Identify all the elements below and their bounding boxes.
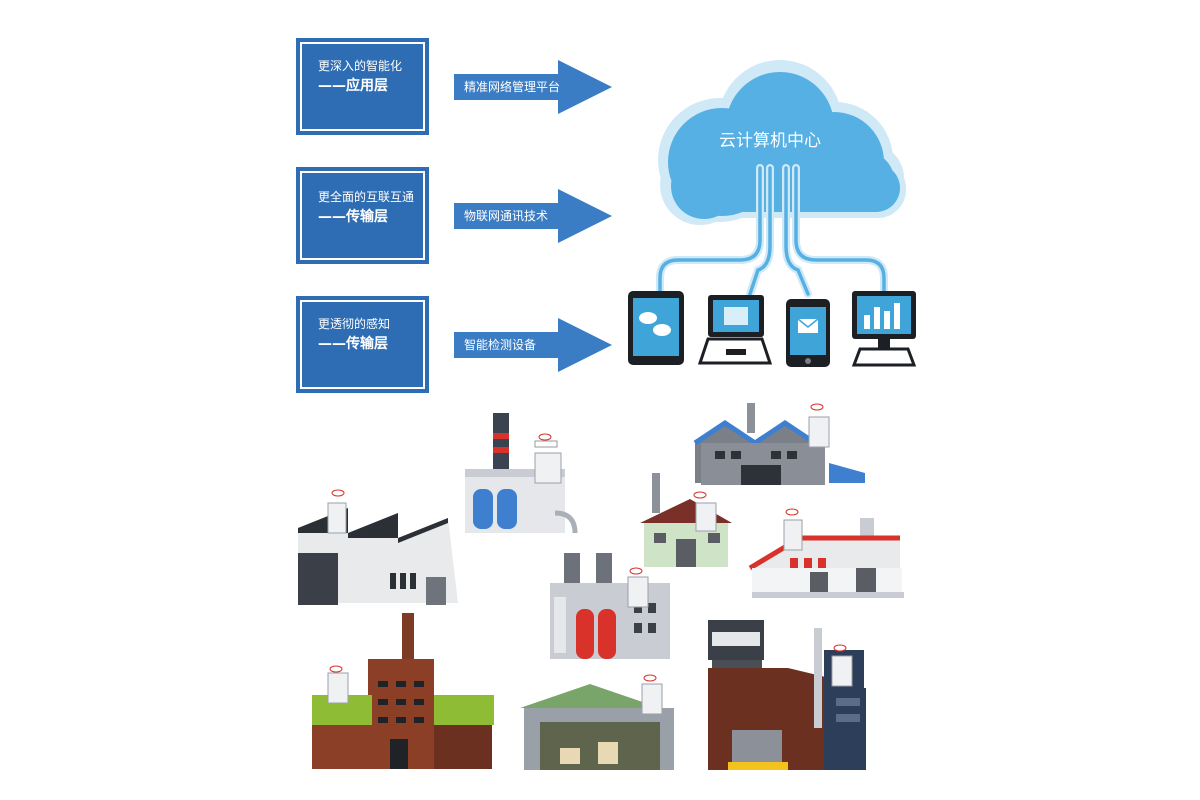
arrow-shape: [454, 189, 612, 243]
arrow-shape: [454, 60, 612, 114]
cloud-icon: [658, 60, 906, 225]
arrow-label: 精准网络管理平台: [464, 80, 561, 94]
factory-icon: [830, 688, 866, 770]
factory-icon: [312, 613, 494, 769]
layer-box-application: 更深入的智能化 ——应用层: [296, 38, 429, 135]
factory-icon: [693, 403, 865, 485]
laptop-icon: [697, 295, 773, 365]
factory-icon: [520, 674, 674, 770]
factory-icon: [748, 508, 904, 598]
layer-title: 更深入的智能化: [318, 59, 403, 73]
tablet-icon: [628, 291, 684, 365]
layer-subtitle: ——应用层: [318, 78, 388, 94]
arrow-shape: [454, 318, 612, 372]
desktop-icon: [851, 291, 917, 367]
factory-icon: [298, 489, 458, 605]
devices-row: [628, 291, 917, 367]
factories-illustration: [298, 403, 904, 770]
layer-title: 更全面的互联互通: [318, 190, 415, 204]
phone-icon: [786, 299, 830, 367]
layer-subtitle: ——传输层: [318, 336, 388, 352]
factory-icon: [550, 553, 670, 659]
layer-box-network: 更全面的互联互通 ——传输层: [296, 167, 429, 264]
arrow-label: 物联网通讯技术: [464, 209, 549, 223]
cloud-diagram: [656, 60, 906, 298]
layer-title: 更透彻的感知: [318, 317, 391, 331]
factory-icon: [465, 413, 578, 534]
layer-subtitle: ——传输层: [318, 209, 388, 225]
layer-box-perception: 更透彻的感知 ——传输层: [296, 296, 429, 393]
cloud-label: 云计算机中心: [719, 131, 821, 151]
factory-icon: [640, 473, 732, 567]
arrow-label: 智能检测设备: [464, 338, 537, 352]
